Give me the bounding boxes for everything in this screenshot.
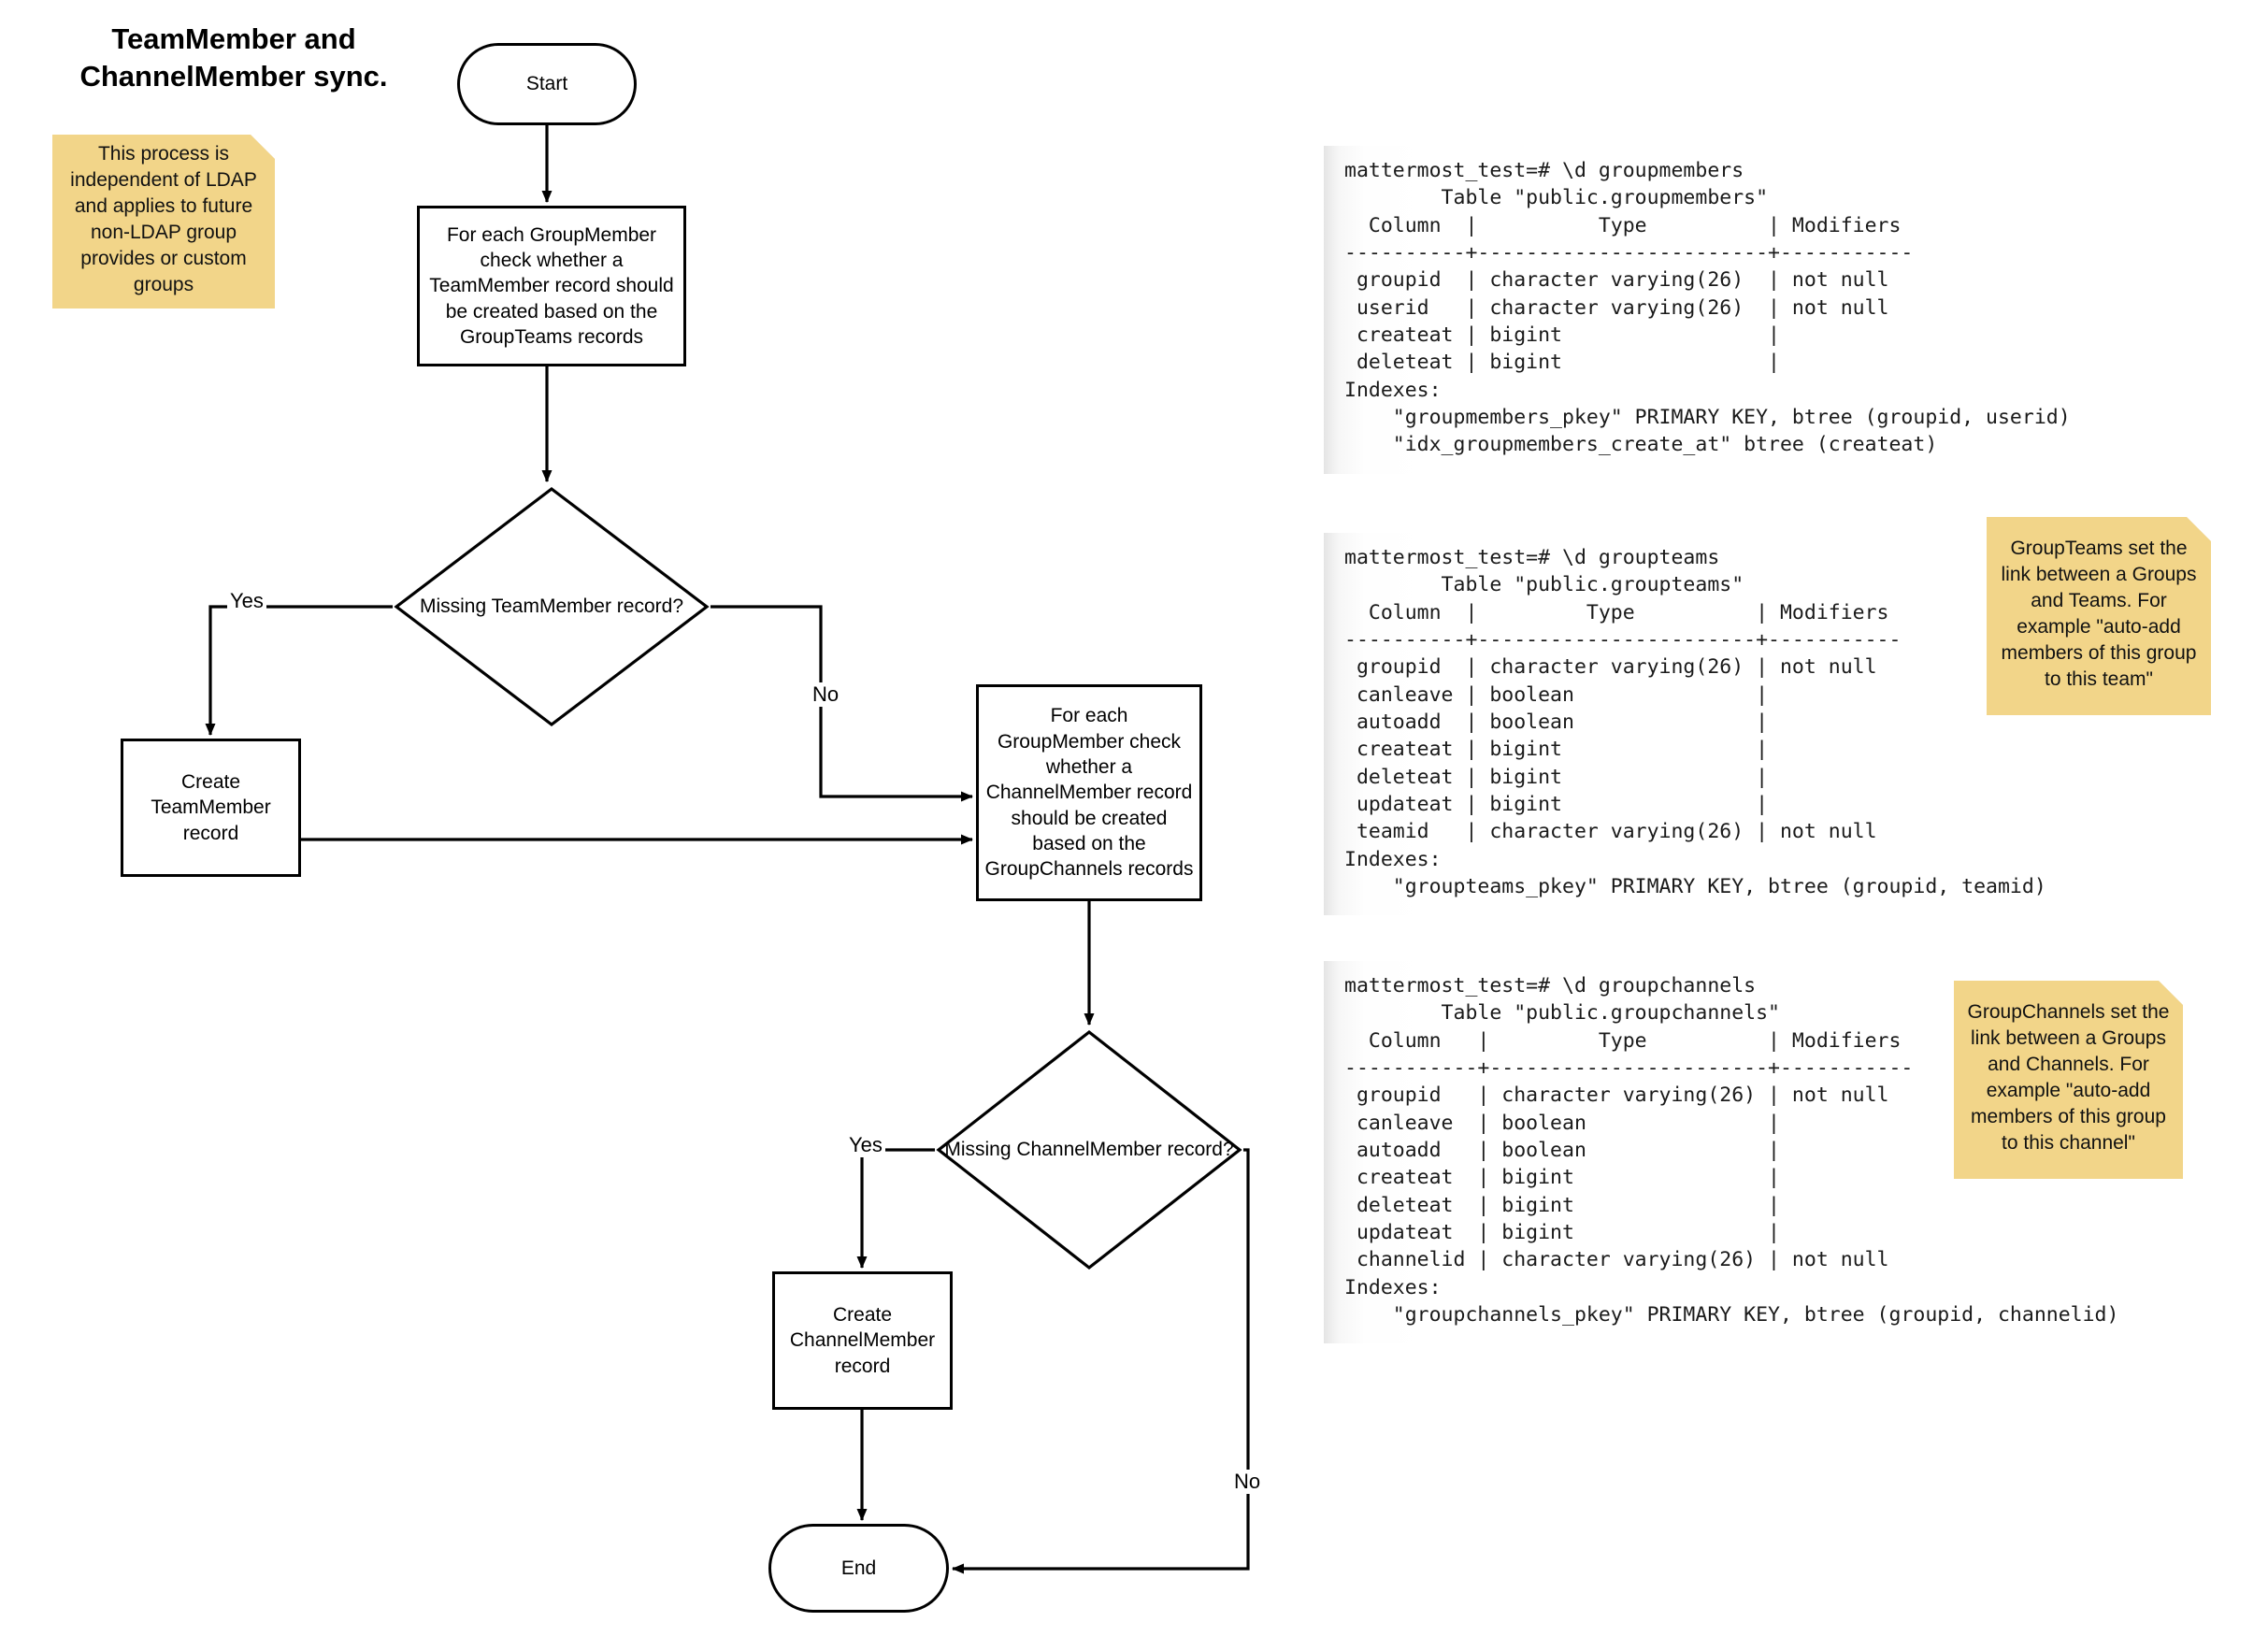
edge-label-yes-channelmember: Yes (846, 1133, 885, 1157)
edge-decision2-no-to-end (952, 1148, 1250, 1574)
flow-node-decision-missing-teammember[interactable]: Missing TeamMember record? (393, 485, 711, 728)
sticky-note-groupchannels: GroupChannels set the link between a Gro… (1954, 981, 2183, 1179)
decision-2-label: Missing ChannelMember record? (944, 1139, 1234, 1161)
edge-label-yes-teammember: Yes (227, 589, 266, 613)
terminal-output-groupmembers: mattermost_test=# \d groupmembers Table … (1324, 146, 2071, 474)
sticky-note-groupchannels-text: GroupChannels set the link between a Gro… (2102, 1001, 2170, 1127)
flow-node-process-teammember-check[interactable]: For each GroupMember check whether a Tea… (417, 206, 686, 366)
flow-node-process-channelmember-check[interactable]: For each GroupMember check whether a Cha… (976, 684, 1202, 901)
sticky-note-ldap: This process is independent of LDAP and … (52, 135, 275, 309)
flow-node-start[interactable]: Start (457, 43, 637, 125)
sticky-note-groupteams: GroupTeams set the link between a Groups… (1987, 517, 2211, 715)
flow-node-decision-missing-channelmember[interactable]: Missing ChannelMember record? (935, 1028, 1243, 1271)
flow-node-create-channelmember[interactable]: Create ChannelMember record (772, 1271, 953, 1410)
page-title: TeamMember and ChannelMember sync. (79, 22, 388, 93)
terminal-output-groupchannels: mattermost_test=# \d groupchannels Table… (1324, 961, 2128, 1344)
sticky-note-groupteams-text: GroupTeams set the link between a Groups… (2001, 538, 2197, 690)
terminal-output-groupteams: mattermost_test=# \d groupteams Table "p… (1324, 533, 2072, 916)
decision-1-label: Missing TeamMember record? (419, 596, 684, 618)
edge-label-no-channelmember: No (1231, 1470, 1264, 1494)
edge-decision1-yes-to-create-tm (205, 605, 393, 736)
diamond-shape (936, 1029, 1242, 1270)
sticky-note-ldap-text: This process is independent of LDAP and … (70, 143, 257, 295)
flow-node-create-teammember[interactable]: Create TeamMember record (121, 739, 301, 877)
edge-decision2-yes-to-create-cm (856, 1148, 935, 1269)
edge-label-no-teammember: No (810, 682, 842, 707)
diamond-shape (394, 486, 710, 727)
flow-node-end[interactable]: End (768, 1524, 949, 1613)
